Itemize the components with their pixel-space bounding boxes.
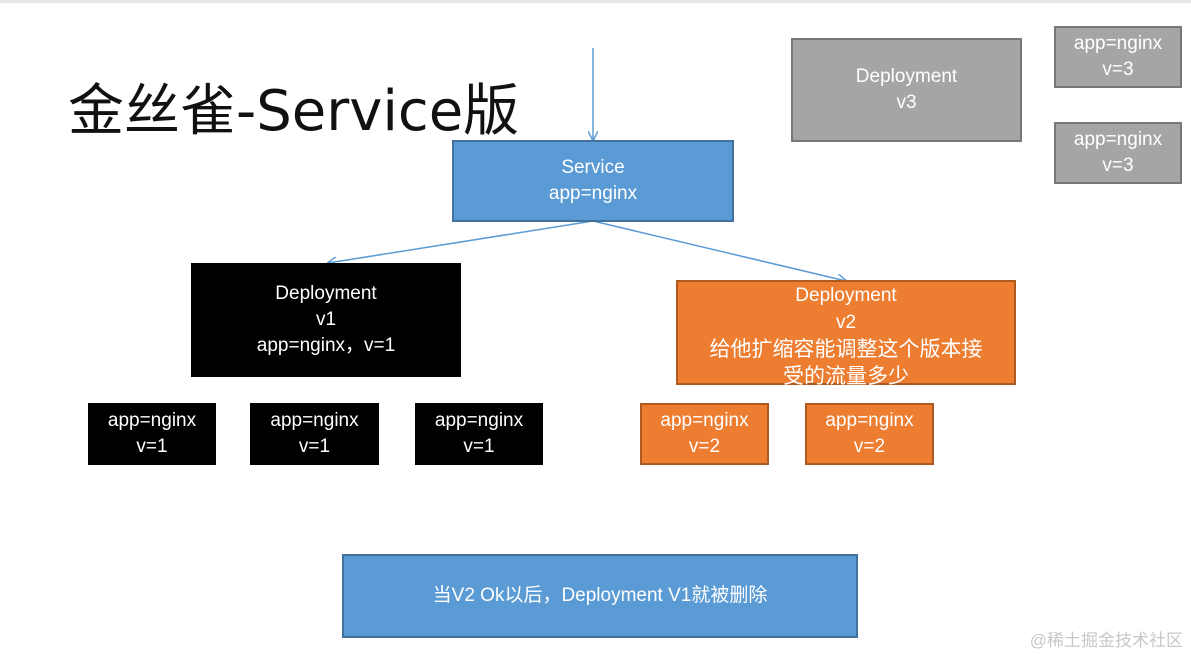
arrow-service-to-v2 xyxy=(592,220,846,281)
pod-version: v=3 xyxy=(1102,155,1134,176)
note-box: 当V2 Ok以后，Deployment V1就被删除 xyxy=(342,554,858,638)
deployment-v2-note-line1: 给他扩缩容能调整这个版本接 xyxy=(709,338,983,361)
service-box: Service app=nginx xyxy=(452,140,734,222)
pod-label: app=nginx xyxy=(660,410,749,431)
pod-version: v=1 xyxy=(463,436,495,457)
pod-label: app=nginx xyxy=(270,410,359,431)
pod-label: app=nginx xyxy=(434,410,524,431)
pod-v2-b: app=nginx v=2 xyxy=(805,403,934,465)
deployment-v3-label: Deployment xyxy=(855,66,958,87)
pod-v3-a: app=nginx v=3 xyxy=(1054,26,1182,88)
pod-version: v=2 xyxy=(688,436,721,457)
deployment-v2-version: v2 xyxy=(835,312,857,333)
pod-label: app=nginx xyxy=(1073,129,1163,150)
pod-v1-b: app=nginx v=1 xyxy=(250,403,379,465)
pod-label: app=nginx xyxy=(107,410,197,431)
deployment-v3-box: Deployment v3 xyxy=(791,38,1022,142)
pod-version: v=3 xyxy=(1102,59,1134,80)
pod-version: v=2 xyxy=(853,436,886,457)
deployment-v2-note-line2: 受的流量多少 xyxy=(783,365,909,388)
note-text: 当V2 Ok以后，Deployment V1就被删除 xyxy=(432,585,768,606)
top-border xyxy=(0,0,1191,3)
deployment-v3-version: v3 xyxy=(896,92,917,113)
deployment-v2-label: Deployment xyxy=(795,285,897,306)
pod-v3-b: app=nginx v=3 xyxy=(1054,122,1182,184)
page-title: 金丝雀-Service版 xyxy=(68,79,520,144)
arrow-service-to-v1 xyxy=(328,220,594,263)
pod-version: v=1 xyxy=(298,436,331,457)
pod-label: app=nginx xyxy=(825,410,914,431)
deployment-v1-version: v1 xyxy=(315,309,337,330)
service-selector: app=nginx xyxy=(548,183,638,204)
pod-v1-a: app=nginx v=1 xyxy=(88,403,216,465)
deployment-v1-box: Deployment v1 app=nginx，v=1 xyxy=(191,263,461,377)
pod-label: app=nginx xyxy=(1073,33,1163,54)
deployment-v2-box: Deployment v2 给他扩缩容能调整这个版本接 受的流量多少 xyxy=(676,280,1016,388)
pod-v2-a: app=nginx v=2 xyxy=(640,403,769,465)
service-name: Service xyxy=(561,157,625,178)
deployment-v1-labels: app=nginx，v=1 xyxy=(256,335,396,356)
pod-version: v=1 xyxy=(136,436,168,457)
watermark: @稀土掘金技术社区 xyxy=(1029,631,1183,650)
pod-v1-c: app=nginx v=1 xyxy=(415,403,543,465)
deployment-v1-label: Deployment xyxy=(275,283,377,304)
